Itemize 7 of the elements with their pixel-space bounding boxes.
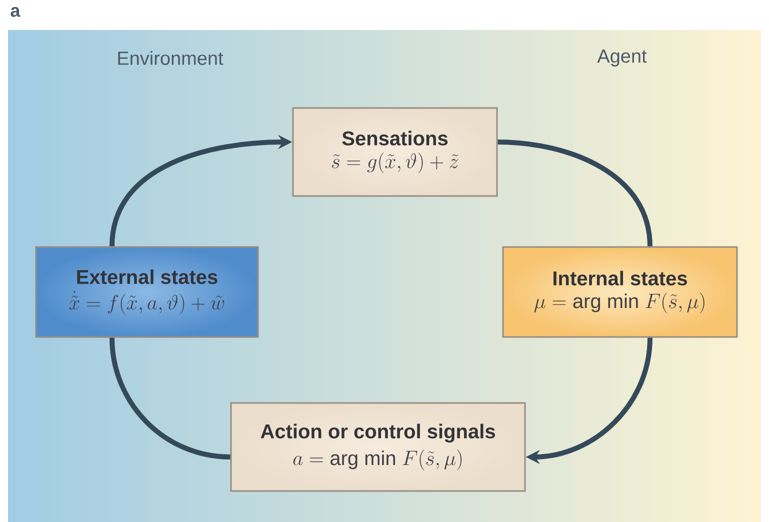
state-box: External states $\dot{\tilde{x}} = f(\tilde{x},a,\vartheta) + \tilde{w}$ bbox=[35, 246, 259, 338]
region-label: Agent bbox=[597, 50, 647, 66]
panel-label: a bbox=[10, 7, 20, 17]
state-box: Internal states $\mu = \mathrm{arg\ min}\ F(\tilde{s},\mu)$ bbox=[502, 246, 738, 338]
state-box: Sensations $\tilde{s} = g(\tilde{x},\vartheta) + \tilde{z}$ bbox=[292, 107, 498, 197]
region-label: Environment bbox=[118, 51, 224, 65]
state-box: Action or control signals $a = \mathrm{arg\ min}\ F(\tilde{s},\mu)$ bbox=[230, 402, 526, 492]
